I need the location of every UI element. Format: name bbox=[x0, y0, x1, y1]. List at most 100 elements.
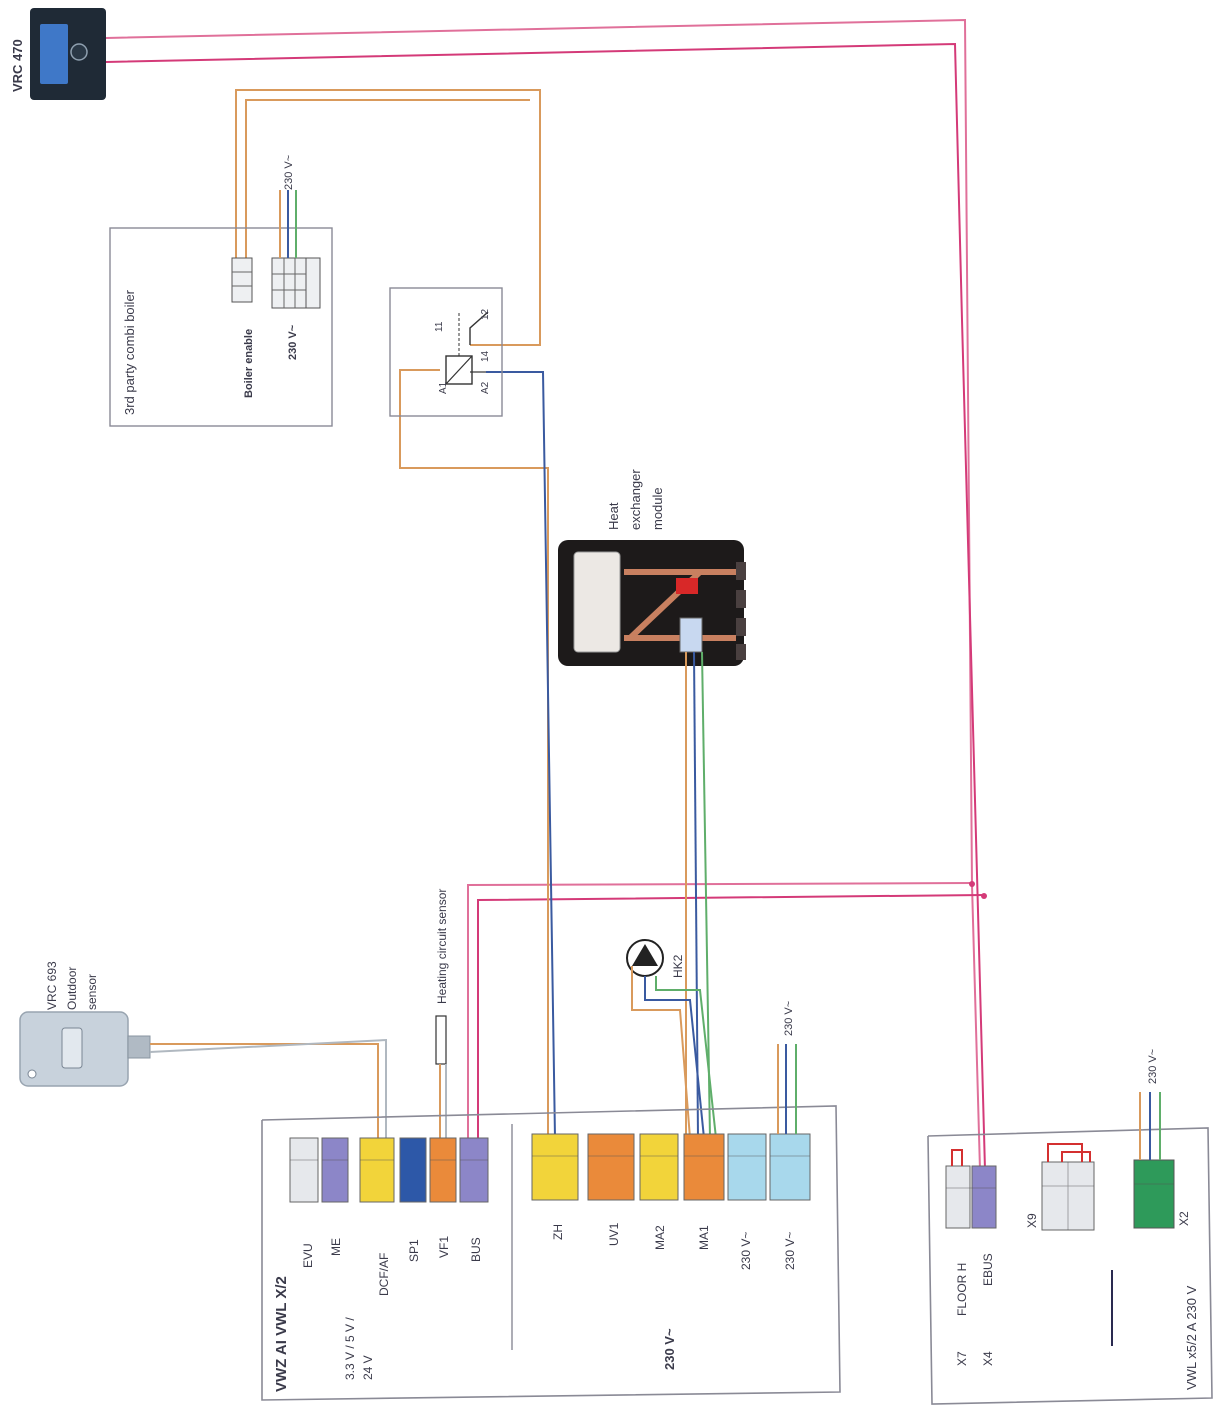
boiler-enable-label: Boiler enable bbox=[243, 329, 255, 398]
terminal-me bbox=[321, 1137, 349, 1203]
heat-exchanger-valve-icon bbox=[676, 578, 698, 594]
terminal-label-bus: BUS bbox=[469, 1237, 483, 1262]
terminal-dcf-af bbox=[359, 1137, 395, 1203]
relay-coil-wire-orange bbox=[399, 369, 549, 1138]
x4-label: X4 bbox=[981, 1351, 995, 1366]
ebus-wires bbox=[105, 18, 987, 1171]
vwz-supply-label: 230 V~ bbox=[783, 1001, 795, 1036]
relay-box bbox=[389, 287, 503, 417]
relay-a2-label: A2 bbox=[480, 381, 491, 394]
terminal-label-230v-a: 230 V~ bbox=[739, 1232, 753, 1270]
heat-exchanger-module: Heat exchanger module bbox=[558, 469, 746, 666]
controller-label: VRC 470 bbox=[10, 39, 25, 92]
terminal-label-zh: ZH bbox=[551, 1224, 565, 1240]
terminal-label-ma1: MA1 bbox=[697, 1225, 711, 1250]
heating-circuit-sensor: Heating circuit sensor bbox=[435, 889, 449, 1065]
boiler-power-terminal bbox=[271, 257, 307, 309]
controller-display bbox=[40, 24, 68, 84]
vwz-unit: VWZ AI VWL X/2 3.3 V / 5 V / 24 V 230 V~… bbox=[261, 1105, 841, 1401]
x2-label: X2 bbox=[1177, 1211, 1191, 1226]
ebus-branch-a bbox=[467, 882, 973, 1138]
boiler-supply-label: 230 V~ bbox=[283, 155, 295, 190]
terminal-label-me: ME bbox=[329, 1238, 343, 1256]
terminal-zh bbox=[531, 1133, 579, 1201]
terminal-ma2 bbox=[639, 1133, 679, 1201]
outdoor-sensor-wires bbox=[149, 1038, 387, 1138]
relay: A1 A2 11 12 14 bbox=[389, 287, 503, 417]
relay-12-label: 12 bbox=[480, 308, 491, 320]
x7-label: X7 bbox=[955, 1351, 969, 1366]
boiler-power-label: 230 V~ bbox=[287, 324, 299, 360]
terminal-label-vf1: VF1 bbox=[437, 1236, 451, 1258]
terminal-label-uv1: UV1 bbox=[607, 1222, 621, 1246]
ebus-label: EBUS bbox=[981, 1253, 995, 1286]
outdoor-supply-wires bbox=[1139, 1092, 1161, 1160]
boiler-title: 3rd party combi boiler bbox=[122, 289, 137, 415]
terminal-label-sp1: SP1 bbox=[407, 1239, 421, 1262]
ebus-wire-inner bbox=[105, 42, 986, 1171]
outdoor-sensor-label-1: VRC 693 bbox=[45, 961, 59, 1010]
boiler-box bbox=[109, 227, 333, 427]
boiler-earth-terminal bbox=[305, 257, 321, 309]
pump-wires bbox=[631, 966, 717, 1139]
relay-coil-wire-blue bbox=[486, 371, 556, 1139]
terminal-vf1 bbox=[429, 1137, 457, 1203]
vwz-voltage-main: 230 V~ bbox=[662, 1328, 677, 1370]
outdoor-unit: VWL x5/2 A 230 V X7 X4 FLOOR H EBUS X9 X… bbox=[927, 1127, 1213, 1405]
floor-heating-bridge bbox=[951, 1149, 963, 1166]
vwz-unit-title: VWZ AI VWL X/2 bbox=[273, 1276, 290, 1392]
terminal-label-ma2: MA2 bbox=[653, 1225, 667, 1250]
terminal-x2 bbox=[1133, 1159, 1175, 1229]
pump-label: HK2 bbox=[671, 954, 685, 978]
vwz-voltage-low-a: 3.3 V / 5 V / bbox=[343, 1317, 357, 1380]
heating-circuit-sensor-label: Heating circuit sensor bbox=[435, 889, 449, 1004]
terminal-230v-a bbox=[727, 1133, 767, 1201]
outdoor-supply-label: 230 V~ bbox=[1147, 1049, 1159, 1084]
heat-exchanger-label-2: exchanger bbox=[628, 469, 643, 530]
heat-exchanger-label-3: module bbox=[650, 487, 665, 530]
heat-exchanger-connector bbox=[679, 617, 703, 653]
terminal-ebus bbox=[971, 1165, 997, 1229]
controller-knob-icon bbox=[70, 43, 88, 61]
boiler-enable-wire-b bbox=[245, 99, 530, 258]
boiler-enable-wire-a bbox=[235, 89, 541, 346]
heat-exchanger-wires bbox=[685, 651, 711, 1139]
terminal-230v-b bbox=[769, 1133, 811, 1201]
outdoor-sensor-label-3: sensor bbox=[85, 974, 99, 1010]
third-party-boiler: 3rd party combi boiler Boiler enable 230… bbox=[109, 155, 333, 427]
terminal-label-230v-b: 230 V~ bbox=[783, 1232, 797, 1270]
relay-switch-icon bbox=[469, 311, 489, 345]
vwz-unit-box bbox=[261, 1105, 841, 1401]
outdoor-sensor-label-2: Outdoor bbox=[65, 967, 79, 1010]
outdoor-unit-box bbox=[927, 1127, 1213, 1405]
relay-a1-label: A1 bbox=[438, 381, 449, 394]
outdoor-sensor: VRC 693 Outdoor sensor bbox=[19, 961, 151, 1087]
floor-label: FLOOR H bbox=[955, 1263, 969, 1316]
terminal-bus bbox=[459, 1137, 489, 1203]
heating-circuit-sensor-icon bbox=[435, 1015, 447, 1065]
terminal-evu bbox=[289, 1137, 319, 1203]
terminal-floor-heating bbox=[945, 1165, 971, 1229]
vrc-470-controller: VRC 470 bbox=[10, 8, 106, 100]
vwz-voltage-low-b: 24 V bbox=[361, 1355, 375, 1380]
ebus-branch-b bbox=[477, 894, 985, 1138]
terminal-ma1 bbox=[683, 1133, 725, 1201]
vwz-supply-wires bbox=[777, 1044, 797, 1134]
heat-exchanger-plate bbox=[573, 551, 621, 653]
hk2-pump: HK2 bbox=[626, 939, 685, 978]
ebus-wire-outer bbox=[105, 18, 981, 1171]
ebus-junction bbox=[981, 893, 987, 899]
terminal-uv1 bbox=[587, 1133, 635, 1201]
heat-exchanger-label-1: Heat bbox=[606, 502, 621, 530]
relay-14-label: 14 bbox=[480, 350, 491, 362]
boiler-enable-terminal bbox=[231, 257, 253, 303]
boiler-enable-wires bbox=[235, 89, 549, 1138]
terminal-sp1 bbox=[399, 1137, 427, 1203]
x9-label: X9 bbox=[1025, 1213, 1039, 1228]
relay-11-label: 11 bbox=[434, 321, 445, 332]
outdoor-unit-title: VWL x5/2 A 230 V bbox=[1184, 1285, 1199, 1390]
terminal-label-dcf-af: DCF/AF bbox=[377, 1253, 391, 1296]
terminal-label-evu: EVU bbox=[301, 1243, 315, 1268]
ebus-junction bbox=[969, 881, 975, 887]
